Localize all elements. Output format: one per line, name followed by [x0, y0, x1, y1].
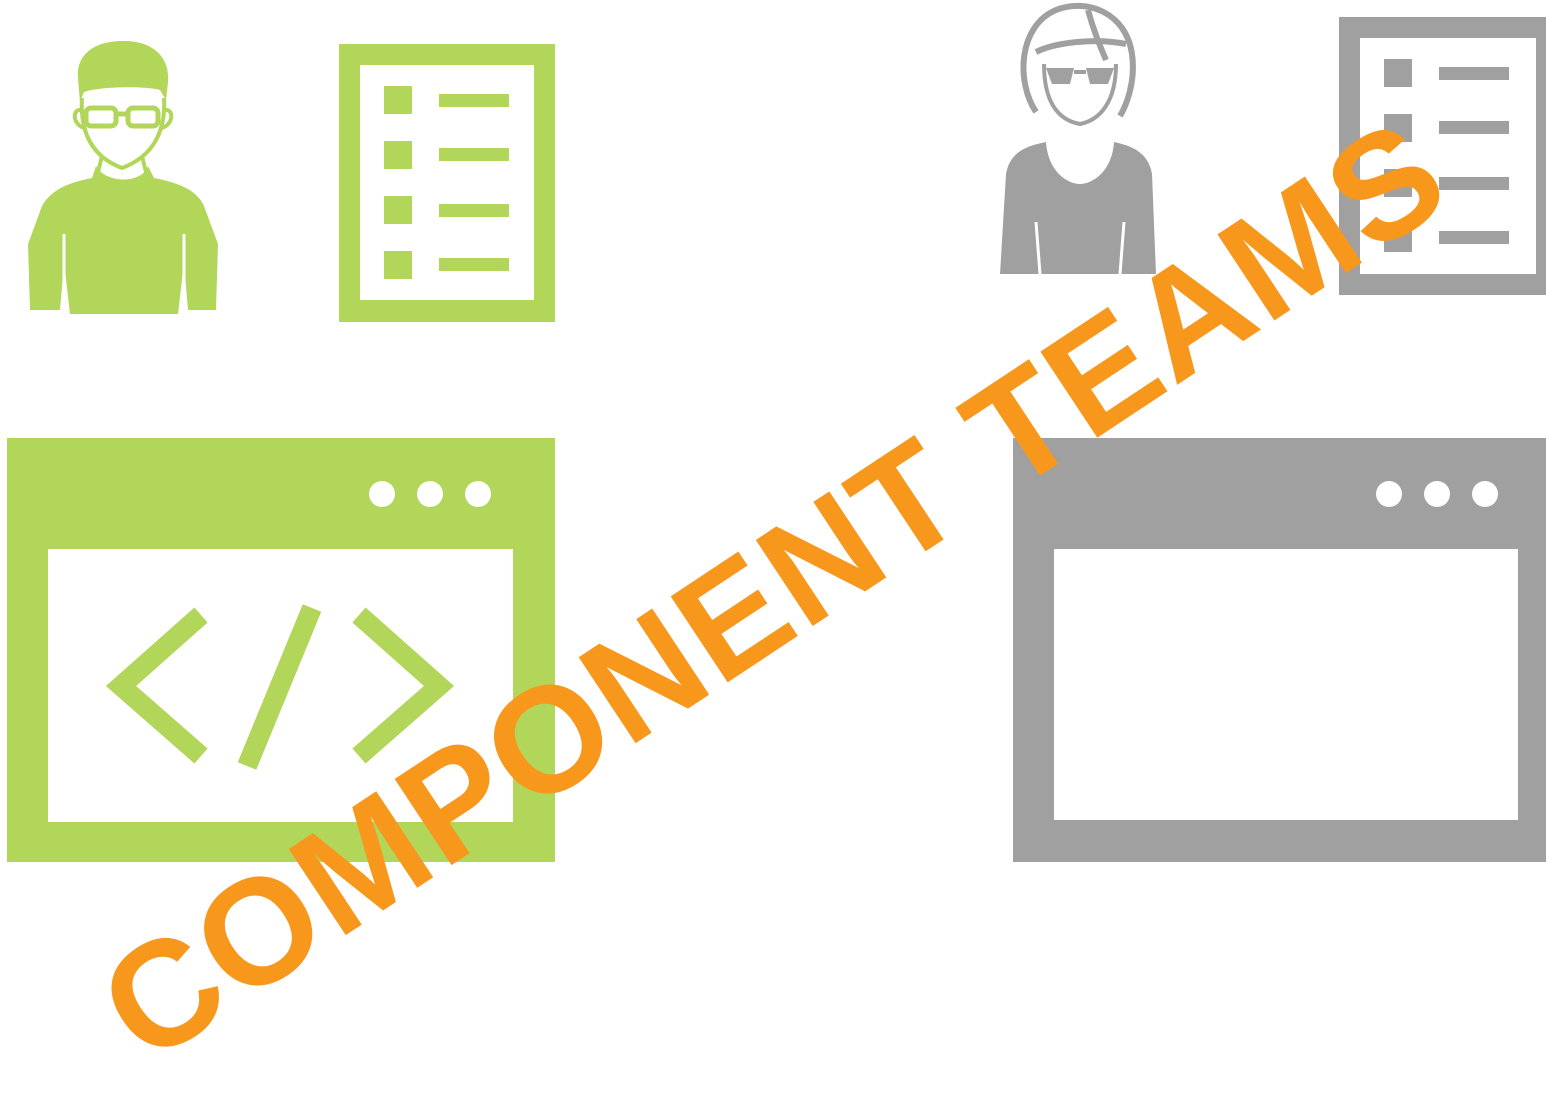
male-developer-icon [20, 38, 225, 318]
window-dots [1376, 481, 1498, 507]
code-brackets-icon [105, 604, 455, 770]
checklist-document-icon [1339, 17, 1546, 295]
empty-window-icon [1013, 438, 1546, 862]
code-window-icon [7, 438, 555, 862]
female-developer-icon [996, 2, 1166, 277]
checklist-document-icon [339, 44, 555, 322]
window-dots [369, 481, 491, 507]
